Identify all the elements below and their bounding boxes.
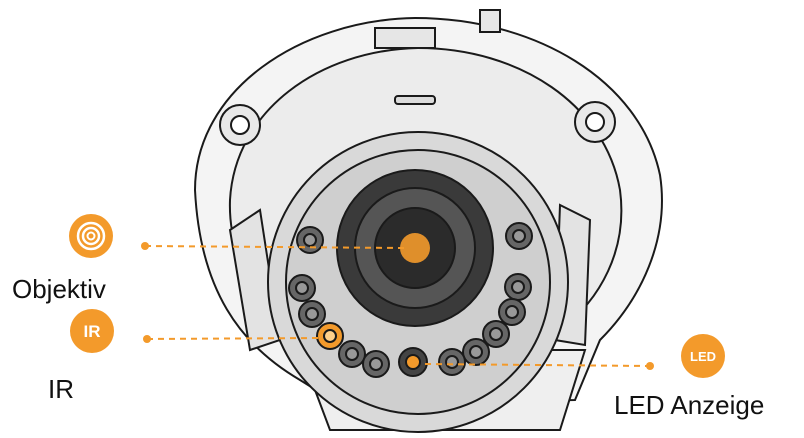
ir-led [482, 320, 510, 348]
ir-led [338, 340, 366, 368]
ir-led [298, 300, 326, 328]
screw-hole-left-inner [230, 115, 250, 135]
ir-led [438, 348, 466, 376]
led-badge-text: LED [690, 348, 716, 364]
ir-badge-text: IR [83, 321, 101, 341]
ir-label: IR [48, 374, 74, 404]
dome-camera-illustration [193, 9, 663, 433]
status-led [398, 347, 428, 377]
leader-dot-lens [141, 242, 149, 250]
concentric-rings-icon [76, 221, 106, 251]
lens-rings-icon [69, 214, 113, 258]
leader-lines [141, 242, 654, 370]
ir-led [288, 274, 316, 302]
lens-label: Objektiv [12, 274, 106, 304]
ir-led [462, 338, 490, 366]
ir-led-array [288, 222, 533, 378]
ir-led [498, 298, 526, 326]
top-clip [374, 27, 436, 49]
lens-center [400, 233, 430, 263]
ir-led [316, 322, 344, 350]
ir-led [362, 350, 390, 378]
leader-line-ir [146, 337, 323, 340]
ir-badge-icon: IR [70, 309, 114, 353]
leader-line-led [424, 363, 651, 367]
ir-led [505, 222, 533, 250]
top-slot [394, 95, 436, 105]
leader-dot-led [646, 362, 654, 370]
screw-hole-right-inner [585, 112, 605, 132]
top-tab [479, 9, 501, 33]
led-badge-icon: LED [681, 334, 725, 378]
ir-led [504, 273, 532, 301]
led-label: LED Anzeige [614, 390, 765, 420]
ir-led [296, 226, 324, 254]
leader-dot-ir [143, 335, 151, 343]
